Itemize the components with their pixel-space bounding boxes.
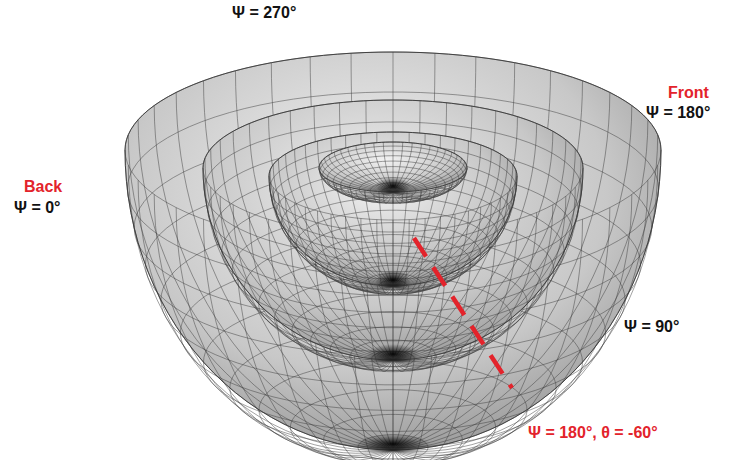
red-dashed-line — [414, 238, 512, 388]
mesh-line — [269, 132, 517, 220]
angle-label: Ψ = 270° — [232, 4, 296, 22]
pole-shadow — [375, 177, 411, 195]
mesh-line — [339, 256, 447, 294]
mesh-line — [259, 256, 528, 352]
mesh-line — [278, 193, 393, 287]
pole-shadow — [366, 344, 419, 364]
mesh-line — [214, 167, 573, 295]
mesh-line — [270, 182, 393, 286]
mesh-line — [276, 171, 510, 254]
hemisphere-shell — [125, 52, 661, 460]
mesh-line — [393, 193, 508, 287]
mesh-line — [351, 340, 436, 370]
mesh-line — [296, 210, 490, 279]
pole-shadow — [375, 270, 411, 290]
mesh-line — [352, 265, 434, 294]
mesh-line — [359, 178, 426, 202]
angle-label: Ψ = 180° — [646, 104, 710, 122]
angle-label: Ψ = 180°, θ = -60° — [528, 424, 658, 442]
mesh-line — [327, 246, 459, 293]
mesh-line — [341, 167, 446, 204]
view-label: Back — [24, 178, 62, 196]
view-label: Front — [668, 84, 709, 102]
mesh-line — [323, 151, 464, 200]
angle-label: Ψ = 0° — [14, 199, 60, 217]
hemisphere-shell — [269, 132, 517, 294]
mesh-line — [259, 361, 527, 459]
hemisphere-shell — [319, 142, 467, 203]
nested-hemispheres — [125, 52, 661, 460]
mesh-line — [324, 414, 463, 460]
pole-shadow — [355, 434, 430, 454]
mesh-line — [330, 327, 456, 372]
mesh-line — [230, 328, 556, 447]
mesh-line — [333, 161, 453, 203]
mesh-line — [350, 172, 437, 203]
path-marker — [414, 238, 512, 388]
mesh-line — [316, 235, 471, 290]
mesh-line — [320, 146, 466, 197]
mesh-line — [327, 156, 459, 202]
mesh-line — [269, 176, 393, 286]
mesh-line — [232, 213, 554, 328]
mesh-line — [393, 182, 516, 286]
hemisphere-shell — [203, 100, 583, 372]
mesh-line — [290, 390, 495, 460]
angle-label: Ψ = 90° — [624, 318, 679, 336]
mesh-line — [281, 184, 504, 263]
mesh-line — [311, 312, 476, 371]
